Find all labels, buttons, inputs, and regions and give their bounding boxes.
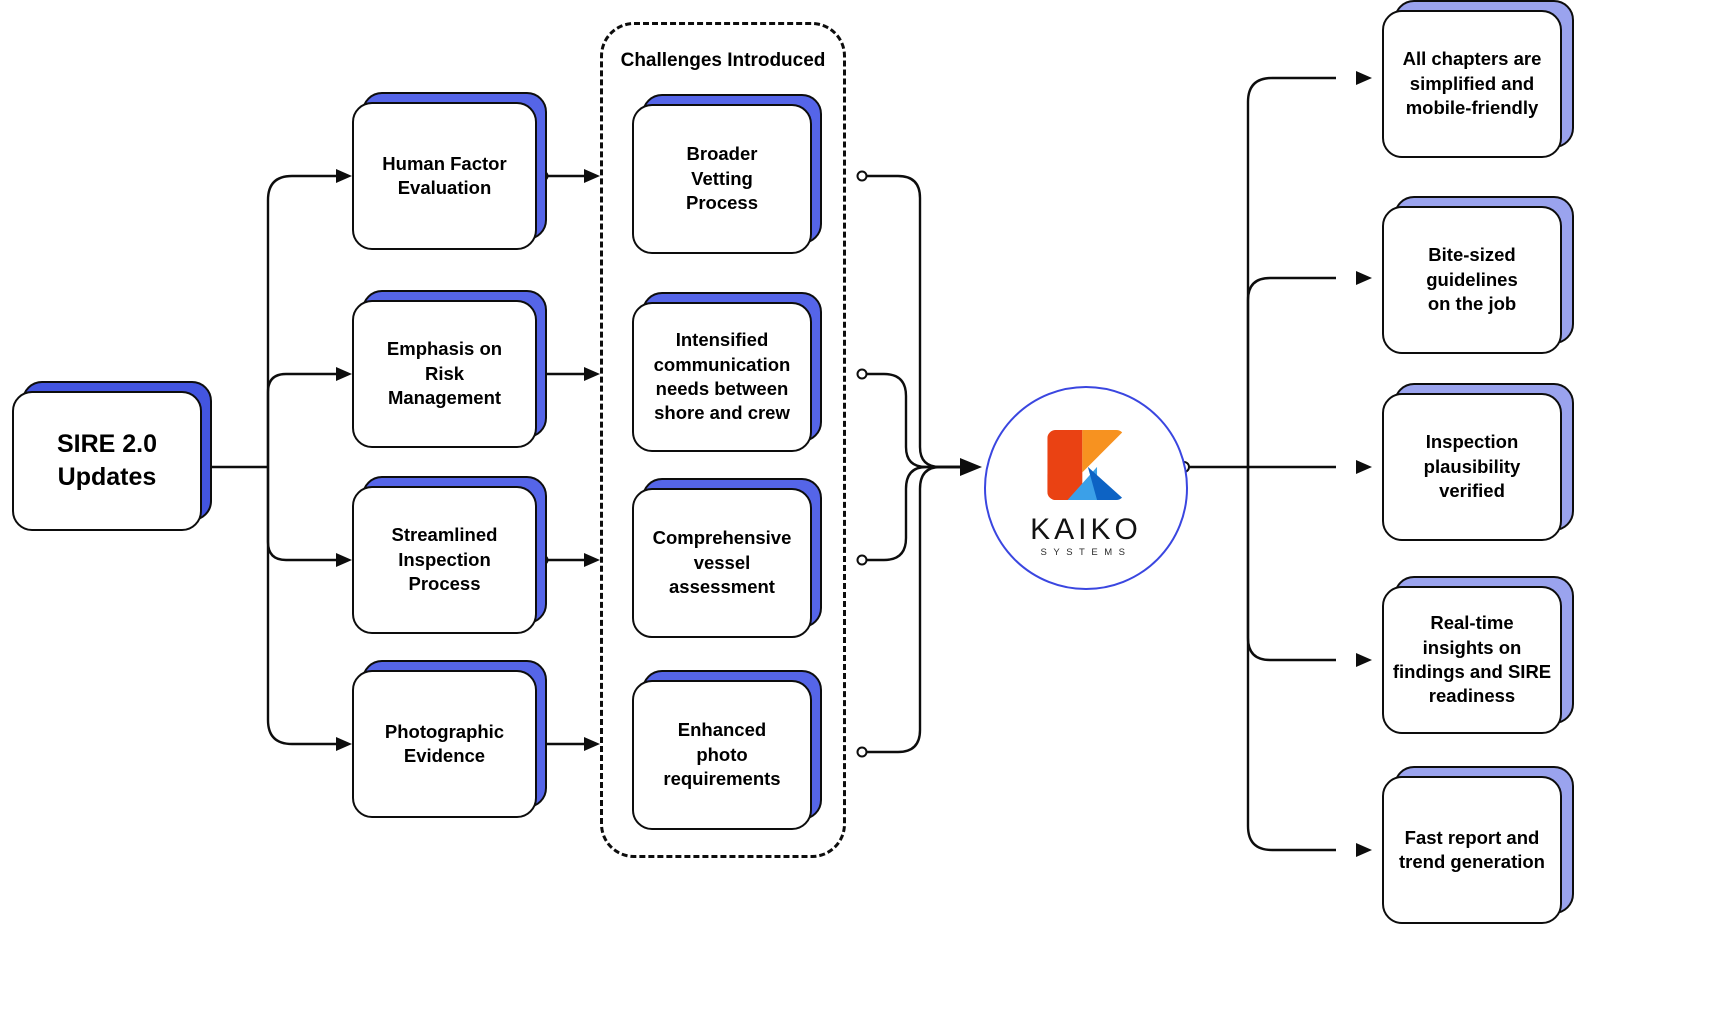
root-node-label-line1: SIRE 2.0 [56,430,158,458]
kaiko-k-logo-icon [1040,419,1132,511]
challenges-group-container [600,22,846,858]
connector-root-to-updates [199,169,352,751]
connector-updates-to-challenges [537,169,600,751]
connector-hub-to-outcomes [1178,71,1372,857]
kaiko-tagline: SYSTEMS [1040,546,1132,558]
kaiko-brand-name: KAIKO [1030,512,1142,546]
root-node-label-line2: Updates [57,463,157,491]
kaiko-systems-hub[interactable]: KAIKO SYSTEMS [984,386,1188,590]
challenges-group-title: Challenges Introduced [620,50,826,71]
connector-challenges-to-hub [856,170,982,758]
